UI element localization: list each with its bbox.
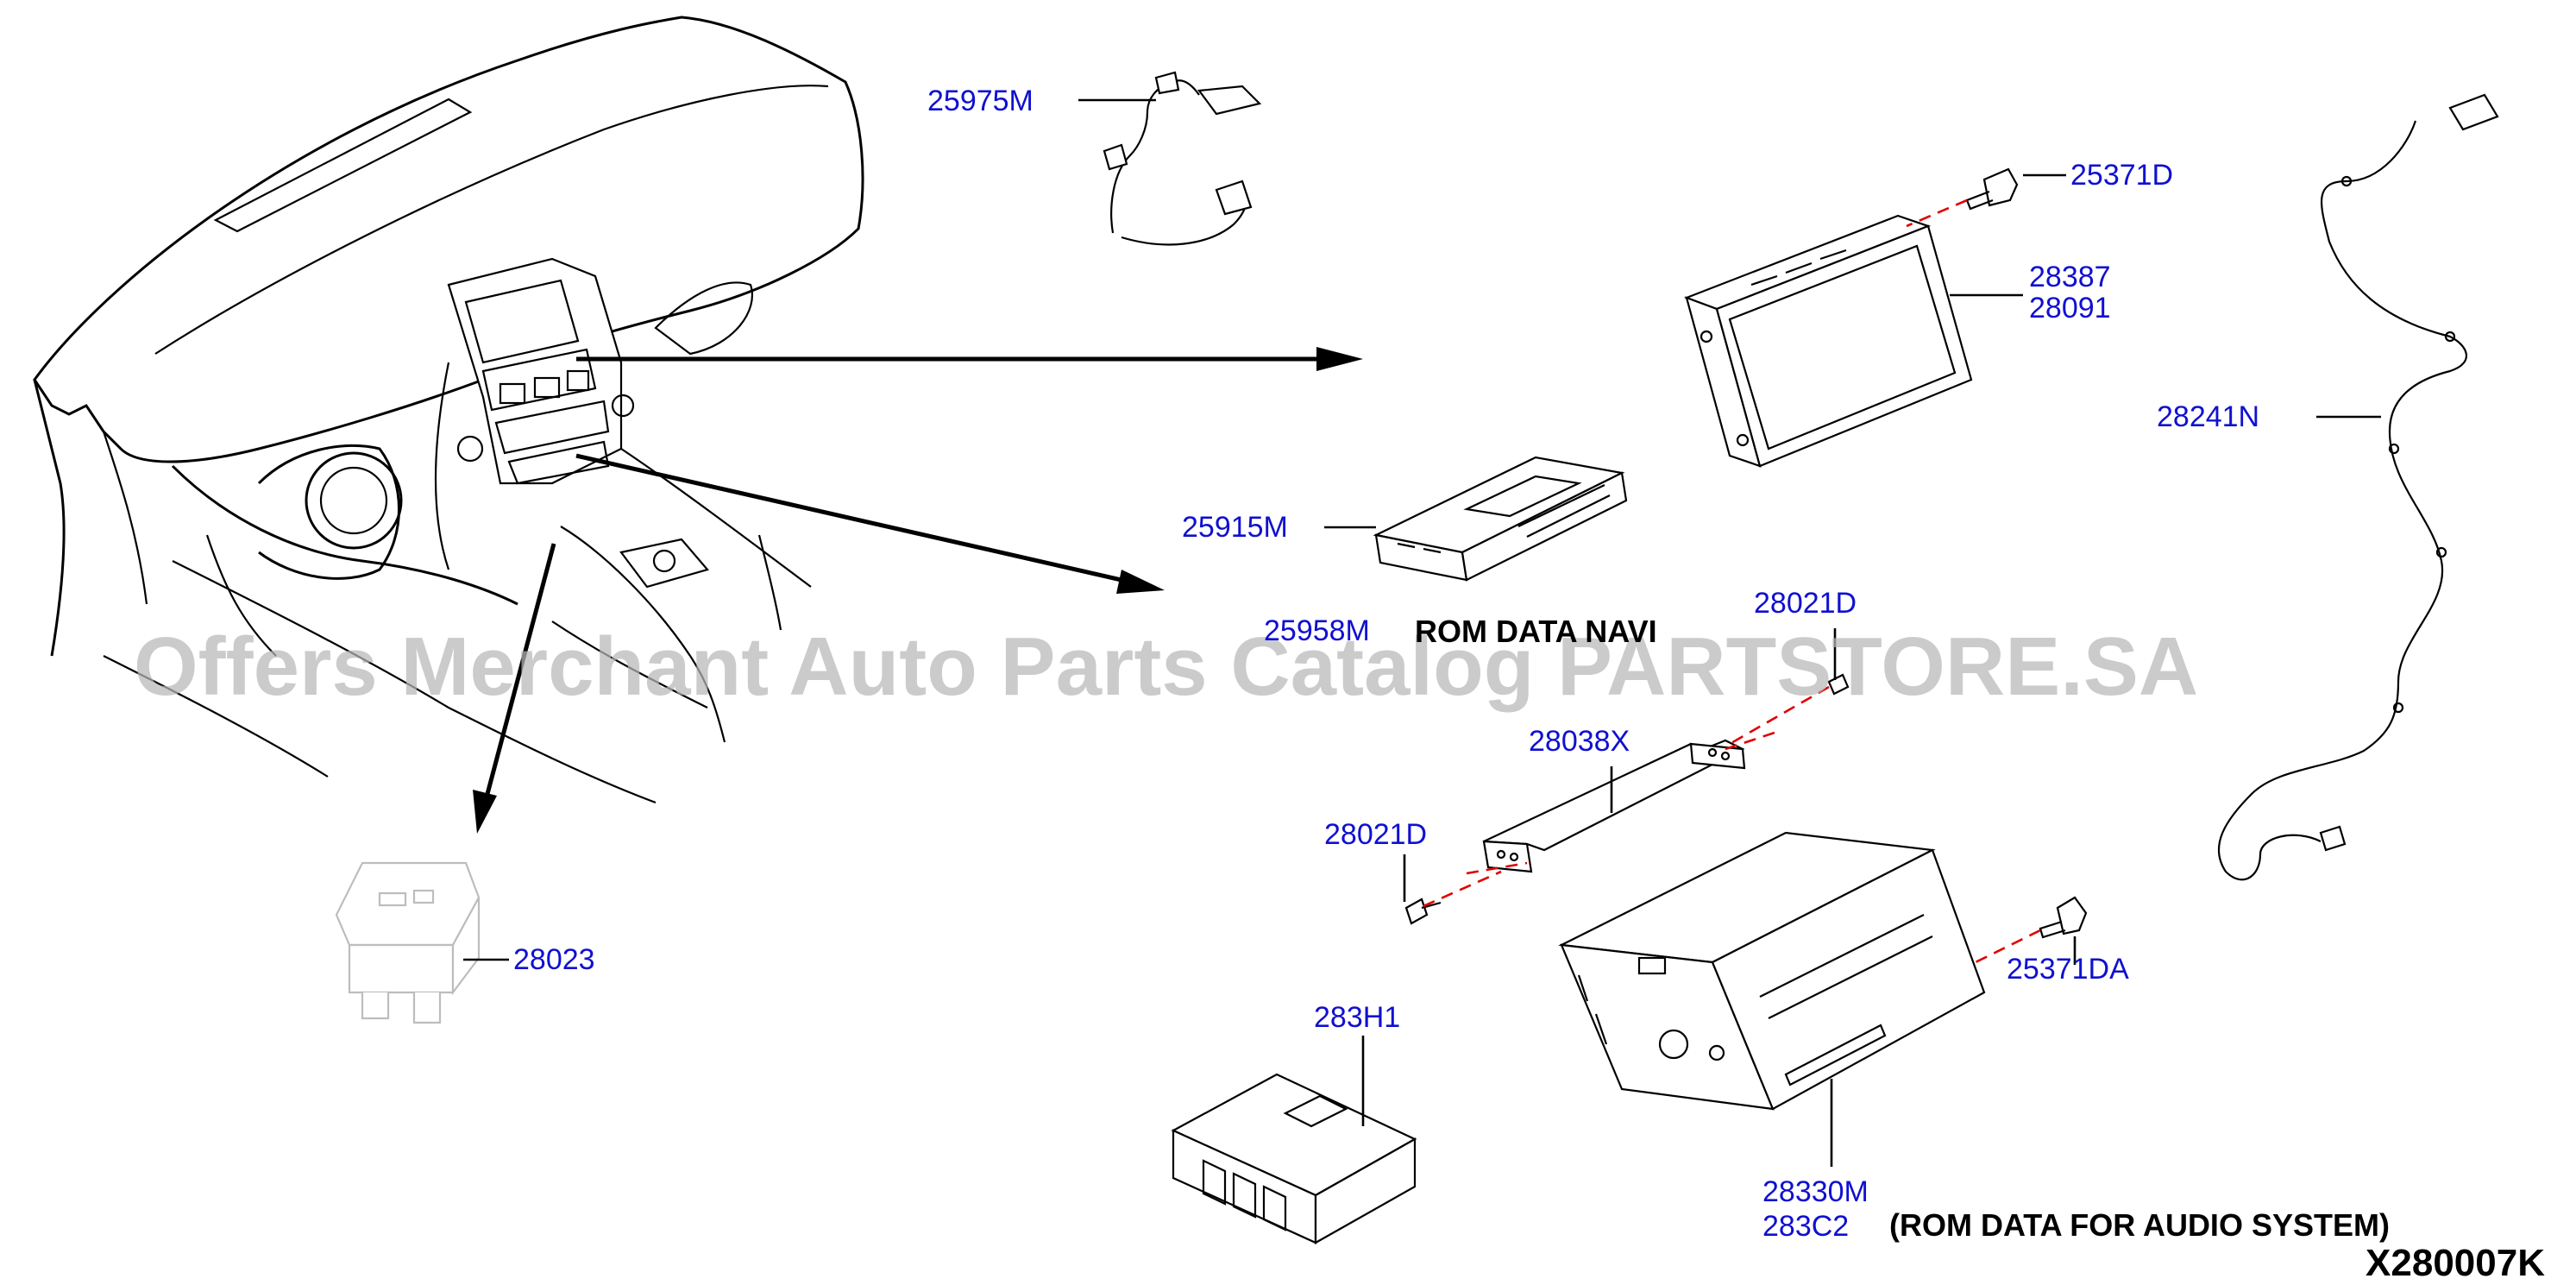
part-label-28038X[interactable]: 28038X (1529, 725, 1630, 758)
dashed-guides (1423, 198, 2041, 964)
part-illustration-25915M-nav-unit (1373, 456, 1628, 582)
arrow-to-switch (485, 543, 556, 795)
part-label-25371DA[interactable]: 25371DA (2007, 953, 2129, 986)
part-label-25915M[interactable]: 25915M (1182, 511, 1288, 544)
part-illustration-28023-switch (335, 861, 481, 1024)
part-illustration-25371DA-bolt (2039, 896, 2088, 939)
part-illustration-display-28387 (1683, 214, 1973, 468)
part-illustration-28241N-cable (2217, 93, 2499, 881)
arrowhead-icon (473, 790, 497, 834)
part-label-28330M[interactable]: 28330M (1762, 1175, 1869, 1208)
part-label-28021D-left[interactable]: 28021D (1324, 818, 1427, 851)
part-label-28241N[interactable]: 28241N (2157, 400, 2259, 433)
locator-arrows (473, 347, 1363, 834)
note-rom-data-audio: (ROM DATA FOR AUDIO SYSTEM) (1889, 1207, 2390, 1243)
leader-lines (463, 98, 2381, 1167)
part-illustration-25975M (1103, 71, 1262, 246)
part-illustration-283H1-module (1171, 1073, 1417, 1244)
part-illustration-28038X-bracket (1482, 739, 1746, 873)
part-label-28021D-top[interactable]: 28021D (1754, 587, 1857, 620)
part-label-283C2[interactable]: 283C2 (1762, 1210, 1849, 1243)
arrowhead-icon (1116, 570, 1165, 594)
dashboard-illustration (33, 16, 864, 804)
arrowhead-icon (1316, 347, 1363, 371)
part-illustration-28021D-screws (1404, 673, 1850, 925)
watermark-text: Offers Merchant Auto Parts Catalog PARTS… (134, 620, 2198, 713)
part-label-28023[interactable]: 28023 (513, 943, 595, 976)
part-label-283H1[interactable]: 283H1 (1314, 1001, 1400, 1034)
part-illustration-28330M-audio-unit (1558, 831, 1986, 1111)
drawing-code: X280007K (2366, 1242, 2545, 1281)
part-label-25975M[interactable]: 25975M (927, 85, 1034, 117)
part-label-25958M[interactable]: 25958M (1264, 614, 1370, 647)
part-label-25371D[interactable]: 25371D (2070, 159, 2173, 192)
part-illustration-25371D-bolt (1965, 167, 2019, 211)
arrow-to-nav-unit (575, 453, 1122, 583)
note-rom-data-navi: ROM DATA NAVI (1415, 614, 1657, 649)
part-label-28091[interactable]: 28091 (2029, 292, 2111, 324)
part-label-28387[interactable]: 28387 (2029, 261, 2111, 293)
part-number-labels: 25975M 25371D 28387 28091 28241N 25915M … (513, 85, 2259, 1243)
